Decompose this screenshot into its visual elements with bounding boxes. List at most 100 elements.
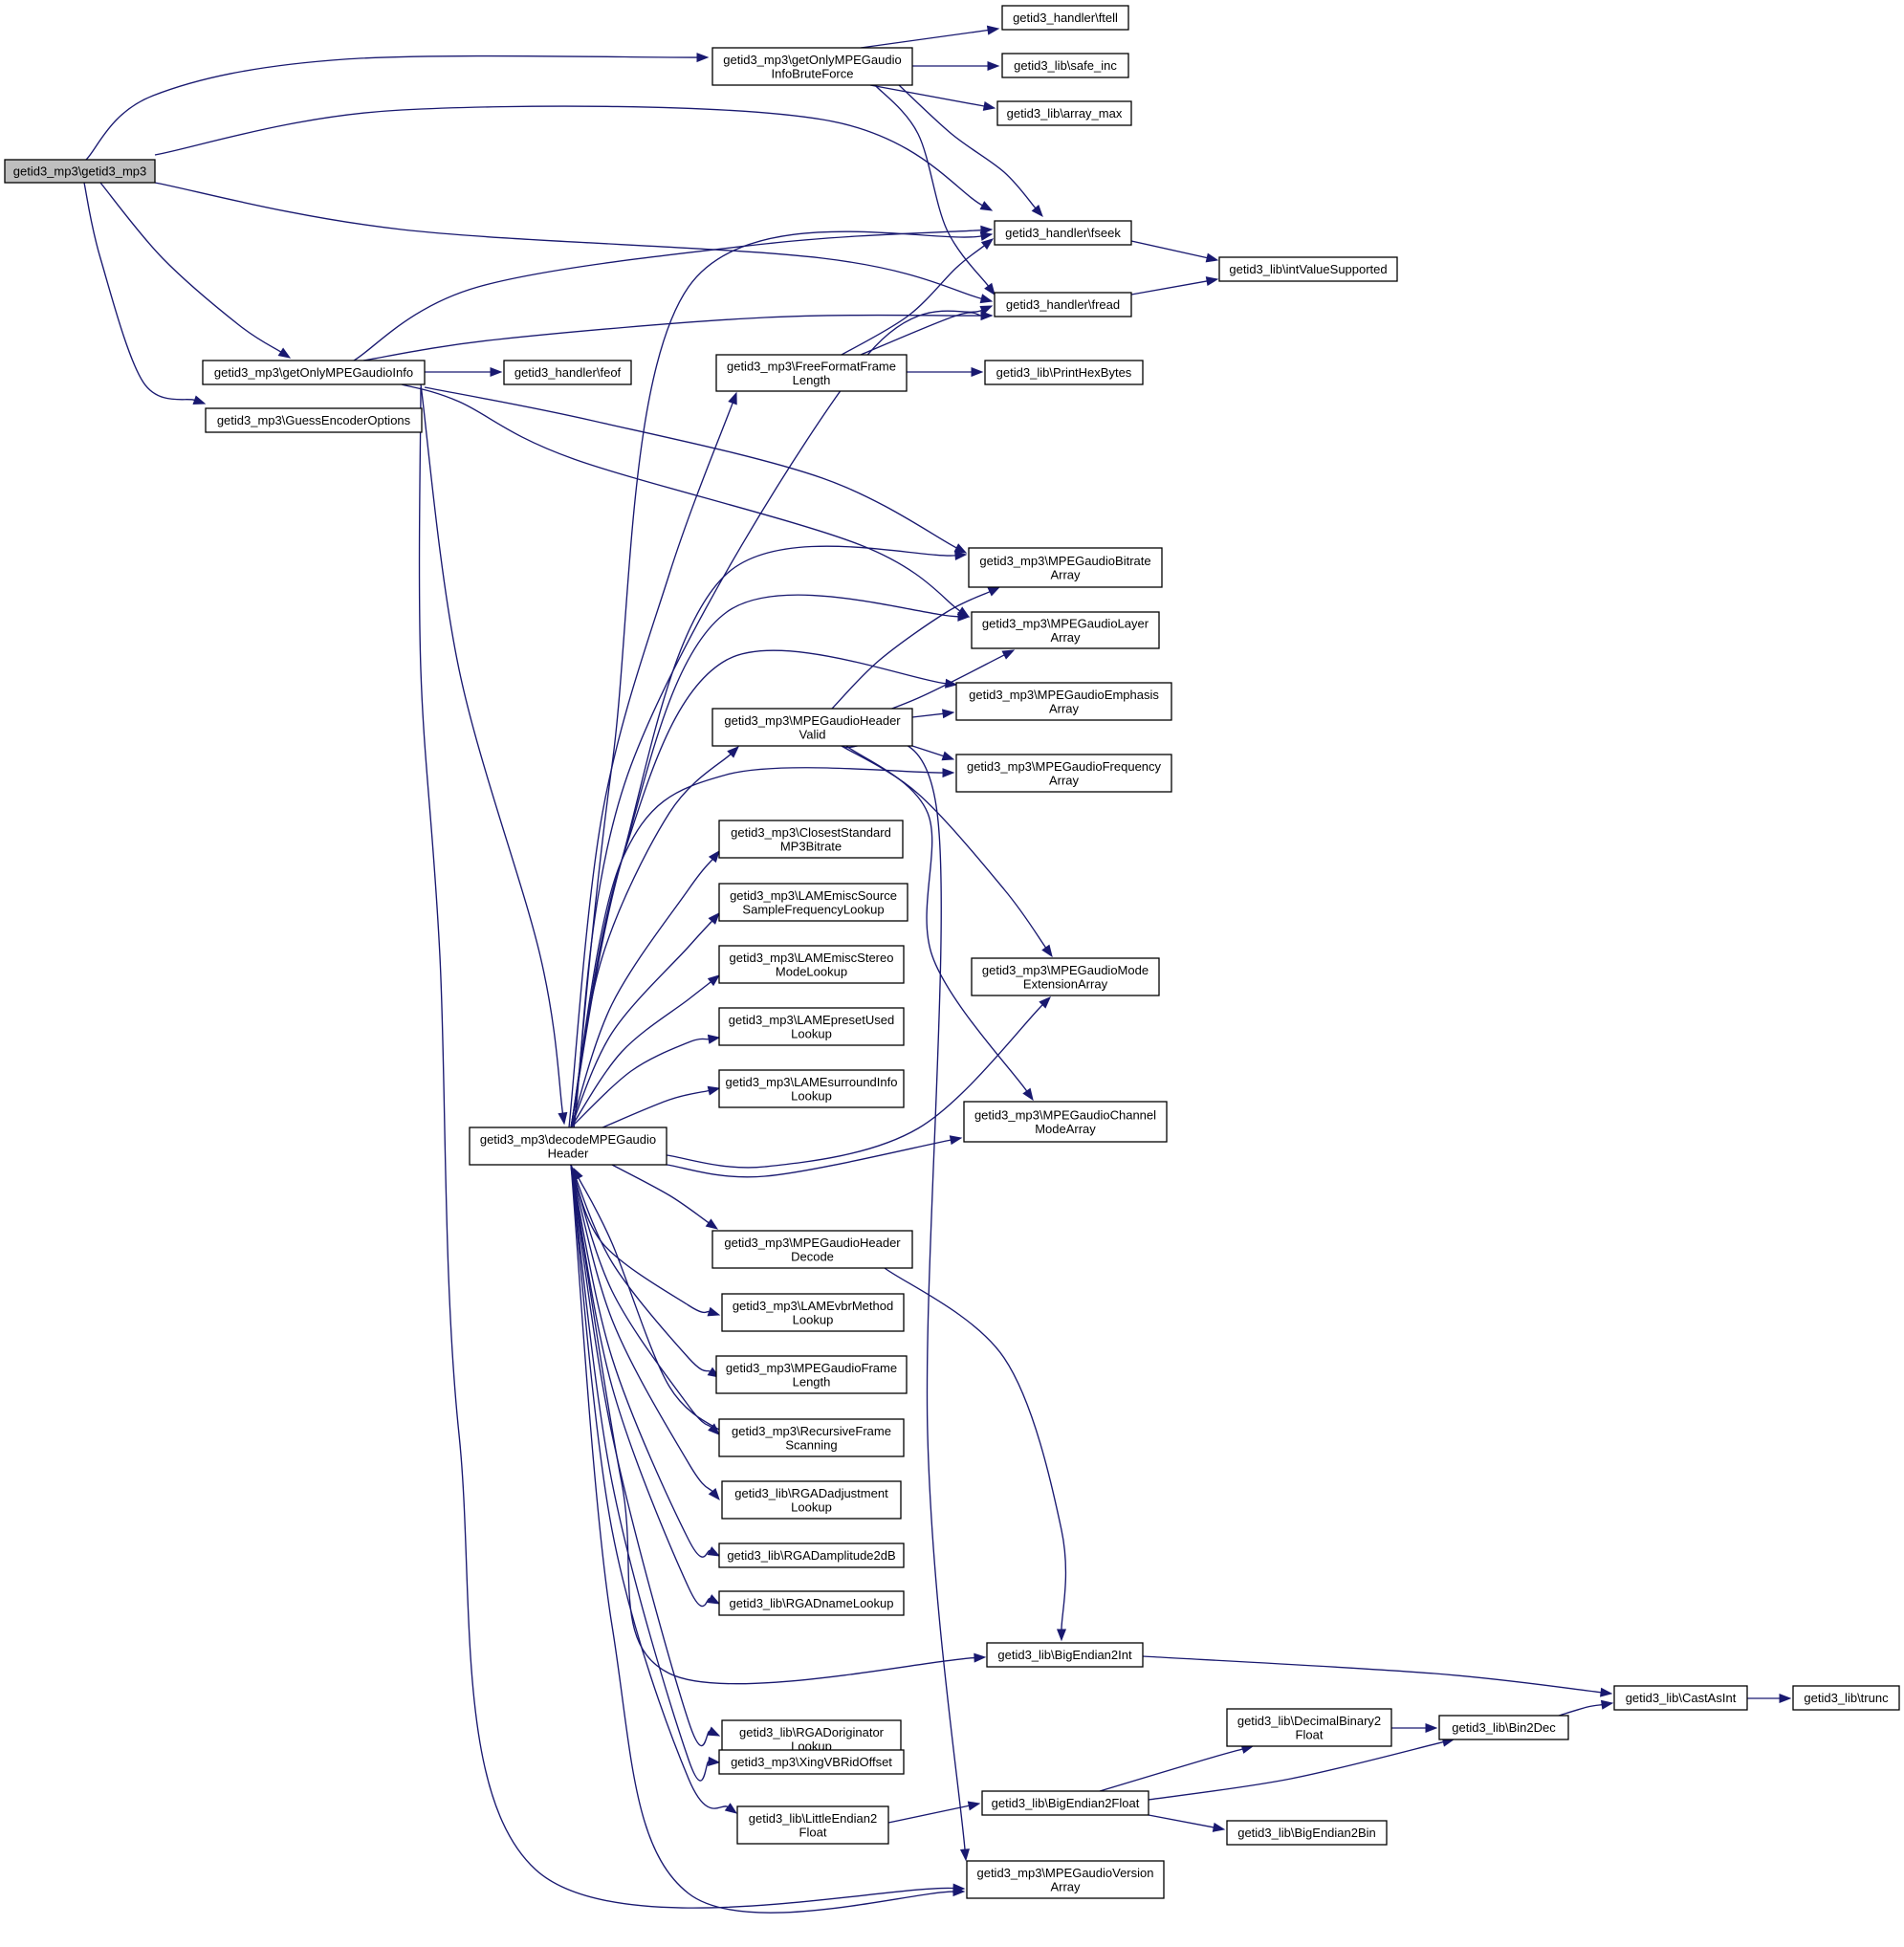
- node-label: Length: [793, 373, 831, 387]
- node-box: [718, 1749, 905, 1775]
- node-rgadname[interactable]: getid3_lib\RGADnameLookup: [718, 1590, 905, 1616]
- node-safe_inc[interactable]: getid3_lib\safe_inc: [1001, 53, 1129, 78]
- arrowhead: [1039, 996, 1051, 1009]
- node-box: [711, 1230, 913, 1269]
- edge-line: [570, 1164, 713, 1493]
- edge-getinfo-to-decode: [420, 383, 568, 1126]
- edge-bruteforce-to-array_max: [869, 84, 996, 111]
- edge-line: [666, 1004, 1043, 1169]
- node-box: [1438, 1715, 1569, 1740]
- node-bin2dec[interactable]: getid3_lib\Bin2Dec: [1438, 1715, 1569, 1740]
- node-box: [994, 292, 1132, 317]
- node-fseek[interactable]: getid3_handler\fseek: [994, 220, 1132, 246]
- node-box: [718, 883, 908, 922]
- node-label: getid3_lib\RGADadjustment: [734, 1486, 888, 1500]
- edge-line: [578, 1177, 728, 1435]
- node-label: getid3_lib\BigEndian2Int: [997, 1648, 1132, 1662]
- edge-line: [1142, 1655, 1602, 1694]
- edge-line: [570, 594, 959, 1128]
- arrowhead: [705, 1218, 719, 1230]
- node-label: getid3_lib\BigEndian2Float: [992, 1796, 1140, 1810]
- node-label: ModeLookup: [776, 964, 847, 978]
- edge-line: [841, 745, 1047, 949]
- node-getid3_mp3[interactable]: getid3_mp3\getid3_mp3: [4, 159, 156, 184]
- node-label: getid3_handler\fread: [1006, 297, 1120, 312]
- node-label: getid3_lib\PrintHexBytes: [996, 365, 1132, 380]
- node-array_max[interactable]: getid3_lib\array_max: [996, 100, 1132, 126]
- edge-line: [602, 1089, 710, 1128]
- node-intvalue[interactable]: getid3_lib\intValueSupported: [1218, 256, 1398, 282]
- node-be2bin[interactable]: getid3_lib\BigEndian2Bin: [1226, 1820, 1388, 1846]
- edge-bruteforce-to-safe_inc: [912, 60, 1000, 72]
- node-be2float[interactable]: getid3_lib\BigEndian2Float: [981, 1790, 1149, 1816]
- edge-getinfo-to-bitrate: [424, 386, 968, 554]
- arrowhead: [1031, 205, 1043, 218]
- edge-decode-to-rgadamp: [570, 1164, 721, 1558]
- nodes-layer: getid3_mp3\getid3_mp3 getid3_mp3\getOnlyM…: [4, 5, 1900, 1899]
- node-label: Float: [1296, 1727, 1324, 1741]
- node-getinfo[interactable]: getid3_mp3\getOnlyMPEGaudioInfo: [202, 360, 426, 385]
- node-castasint[interactable]: getid3_lib\CastAsInt: [1613, 1685, 1748, 1711]
- node-fread[interactable]: getid3_handler\fread: [994, 292, 1132, 317]
- node-lamesrc[interactable]: getid3_mp3\LAMEmiscSourceSampleFrequency…: [718, 883, 908, 922]
- node-label: getid3_mp3\MPEGaudioFrequency: [967, 759, 1162, 774]
- arrowhead: [1022, 1087, 1034, 1102]
- arrowhead: [979, 230, 994, 241]
- node-label: getid3_lib\intValueSupported: [1229, 262, 1387, 276]
- node-label: Lookup: [793, 1312, 834, 1326]
- node-rgadamp[interactable]: getid3_lib\RGADamplitude2dB: [718, 1542, 905, 1568]
- node-ftell[interactable]: getid3_handler\ftell: [1001, 5, 1129, 31]
- edge-decbin-to-bin2dec: [1391, 1722, 1438, 1734]
- node-box: [721, 1480, 902, 1520]
- edge-fseek-to-intvalue: [1130, 240, 1219, 263]
- node-xing[interactable]: getid3_mp3\XingVBRidOffset: [718, 1749, 905, 1775]
- node-box: [1226, 1820, 1388, 1846]
- node-label: getid3_mp3\MPEGaudioLayer: [982, 616, 1149, 630]
- edge-line: [831, 591, 991, 710]
- node-box: [205, 407, 423, 433]
- edge-hvalid-to-modeext: [841, 745, 1053, 958]
- node-bruteforce[interactable]: getid3_mp3\getOnlyMPEGaudioInfoBruteForc…: [711, 47, 913, 86]
- edge-line: [860, 29, 989, 49]
- node-label: getid3_mp3\LAMEmiscSource: [730, 888, 897, 903]
- edge-decode-to-fread: [573, 305, 994, 1128]
- edge-line: [570, 1164, 954, 1914]
- arrowhead: [1600, 1699, 1614, 1710]
- edge-line: [570, 767, 944, 1128]
- edge-line: [570, 859, 713, 1128]
- node-trunc[interactable]: getid3_lib\trunc: [1792, 1685, 1900, 1711]
- edge-decode-to-version: [570, 1164, 966, 1914]
- edge-hvalid-to-frequency: [911, 745, 955, 761]
- edge-line: [154, 105, 983, 207]
- node-printhex[interactable]: getid3_lib\PrintHexBytes: [984, 360, 1144, 385]
- node-be2int[interactable]: getid3_lib\BigEndian2Int: [986, 1642, 1144, 1668]
- node-label: getid3_mp3\LAMEmiscStereo: [730, 951, 894, 965]
- arrowhead: [708, 849, 720, 864]
- arrowhead: [707, 974, 721, 987]
- node-box: [718, 1542, 905, 1568]
- arrowhead: [707, 1546, 721, 1557]
- node-guess[interactable]: getid3_mp3\GuessEncoderOptions: [205, 407, 423, 433]
- node-feof[interactable]: getid3_handler\feof: [503, 360, 632, 385]
